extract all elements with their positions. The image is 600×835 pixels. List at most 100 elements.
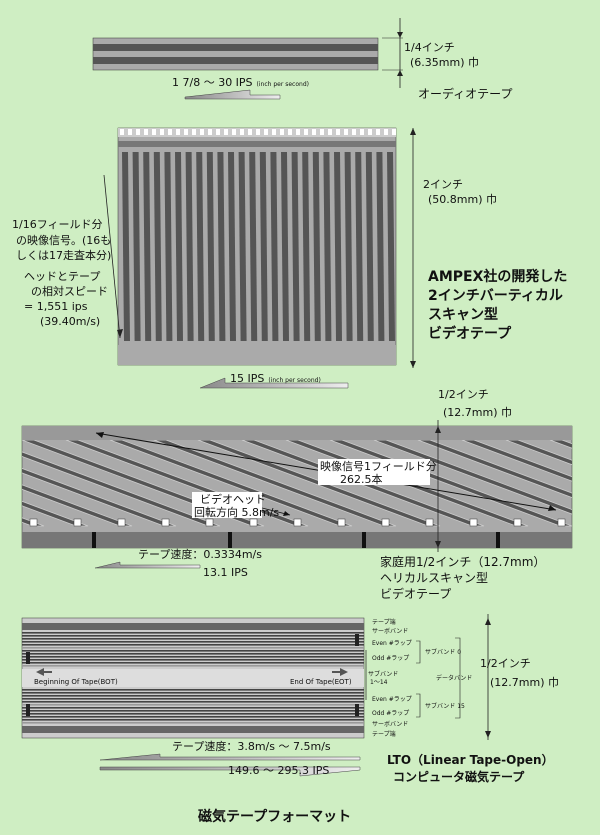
helical-field-label-2: 262.5本	[340, 472, 383, 486]
ampex-perforation-hole	[240, 129, 244, 135]
lto-data-track	[22, 707, 364, 709]
arrow-down-icon	[117, 329, 123, 338]
ampex-perforation-hole	[384, 129, 388, 135]
helical-width-label-1: 1/2インチ	[438, 388, 489, 401]
lto-databand-bracket	[455, 637, 461, 719]
ampex-video-tracks	[122, 152, 395, 341]
audio-track	[93, 44, 378, 51]
helical-head-label-2: 回転方向 5.8m/s	[194, 505, 279, 519]
ampex-perforation-hole	[192, 129, 196, 135]
ampex-video-track	[196, 152, 205, 341]
lto-name-2: コンピュータ磁気テープ	[393, 769, 525, 784]
helical-video-track	[22, 500, 89, 527]
helical-track-end-mark	[117, 518, 126, 527]
lto-eot-marker	[355, 634, 359, 646]
lto-data-track	[22, 662, 364, 664]
ampex-perforation-hole	[160, 129, 164, 135]
lto-label-tape-edge-top: テープ端	[372, 618, 396, 626]
helical-video-track	[549, 440, 572, 449]
ampex-name-1: AMPEX社の開発した	[428, 268, 567, 285]
ampex-rel-note-2: の相対スピード	[31, 284, 108, 298]
ampex-video-track	[217, 152, 226, 341]
ampex-perforation-hole	[392, 129, 396, 135]
helical-video-track	[594, 440, 600, 526]
ampex-perforation-hole	[272, 129, 276, 135]
helical-name-2: ヘリカルスキャン型	[380, 571, 488, 585]
helical-track-end-mark	[425, 518, 434, 527]
lto-subband-range-2: 1～14	[370, 679, 388, 686]
lto-eot-marker	[355, 704, 359, 716]
ampex-speed: 15 IPS(inch per second)	[230, 372, 321, 385]
arrow-up-icon	[397, 70, 403, 76]
ampex-name-2: 2インチバーティカル	[428, 288, 563, 304]
ampex-perforation-hole	[344, 129, 348, 135]
ampex-perforation-hole	[168, 129, 172, 135]
lto-data-track	[22, 698, 364, 700]
lto-subband15-bracket	[416, 693, 421, 718]
ampex-perforation-hole	[248, 129, 252, 135]
ampex-video-track	[175, 152, 183, 341]
ampex-video-track	[281, 152, 289, 341]
lto-data-track	[22, 659, 364, 661]
audio-width-label-1: 1/4インチ	[404, 41, 455, 54]
lto-data-track	[22, 713, 364, 715]
ampex-perforation-hole	[208, 129, 212, 135]
arrow-up-icon	[410, 128, 416, 135]
helical-video-track	[373, 440, 572, 515]
lto-data-band-top	[22, 623, 364, 667]
helical-video-track	[505, 440, 572, 466]
audio-direction-arrow	[184, 89, 281, 100]
helical-track-end-mark	[513, 518, 522, 527]
arrow-right-icon	[548, 505, 556, 511]
lto-data-track	[22, 647, 364, 649]
ampex-perforation-hole	[128, 129, 132, 135]
helical-audio-track	[22, 426, 572, 440]
ampex-video-track	[323, 152, 332, 341]
helical-track-end-mark	[205, 518, 214, 527]
ampex-perforation-hole	[288, 129, 292, 135]
ampex-perforation-hole	[184, 129, 188, 135]
helical-video-track	[109, 440, 353, 527]
lto-label-odd-top: Odd #ラップ	[372, 655, 409, 662]
helical-track-end-mark	[381, 518, 390, 527]
ampex-video-track	[334, 152, 342, 341]
helical-control-track	[22, 532, 572, 548]
ampex-rel-note-4: (39.40m/s)	[40, 315, 100, 328]
ampex-perforation	[120, 129, 396, 135]
ampex-direction-arrow	[199, 377, 349, 389]
helical-video-track	[22, 467, 177, 527]
helical-head-label-box	[192, 492, 262, 518]
page-title: 磁気テープフォーマット	[198, 808, 351, 825]
audio-speed: 1 7/8 ～ 30 IPS(inch per second)	[172, 76, 309, 89]
lto-bot-marker	[26, 652, 30, 664]
lto-width-label-1: 1/2インチ	[480, 657, 531, 670]
ampex-width-label-2: (50.8mm) 巾	[428, 192, 497, 206]
helical-tape-section: 1/2インチ (12.7mm) 巾 映像信号1フィールド分 262.5本 ビデオ…	[21, 388, 600, 601]
lto-data-track	[22, 665, 364, 667]
helical-sync-mark	[92, 532, 96, 548]
ampex-video-track	[302, 152, 311, 341]
ampex-video-track	[312, 152, 321, 341]
audio-tape	[92, 37, 379, 71]
ampex-field-note-2: の映像信号。(16も	[16, 234, 111, 247]
ampex-video-track	[122, 152, 130, 341]
lto-eot-label: End Of Tape(EOT)	[290, 678, 352, 686]
ampex-video-track	[228, 152, 236, 341]
lto-data-track	[22, 653, 364, 655]
helical-direction-arrow	[94, 561, 201, 569]
ampex-perforation-hole	[336, 129, 340, 135]
audio-tape-section: 1/4インチ (6.35mm) 巾 1 7/8 ～ 30 IPS(inch pe…	[92, 18, 512, 101]
ampex-video-track	[270, 152, 279, 341]
ampex-video-track	[164, 152, 173, 341]
helical-video-track	[417, 440, 572, 499]
arrow-up-icon	[435, 426, 441, 433]
lto-direction-arrow	[99, 753, 361, 761]
lto-subband0-bracket	[416, 640, 421, 664]
lto-label-subband0: サブバンド 0	[425, 648, 461, 656]
ampex-perforation-hole	[352, 129, 356, 135]
ampex-perforation-hole	[264, 129, 268, 135]
helical-tape-ips: 13.1 IPS	[203, 566, 248, 579]
ampex-video-track	[259, 152, 268, 341]
arrow-down-icon	[397, 32, 403, 38]
lto-label-even-top: Even #ラップ	[372, 640, 412, 647]
